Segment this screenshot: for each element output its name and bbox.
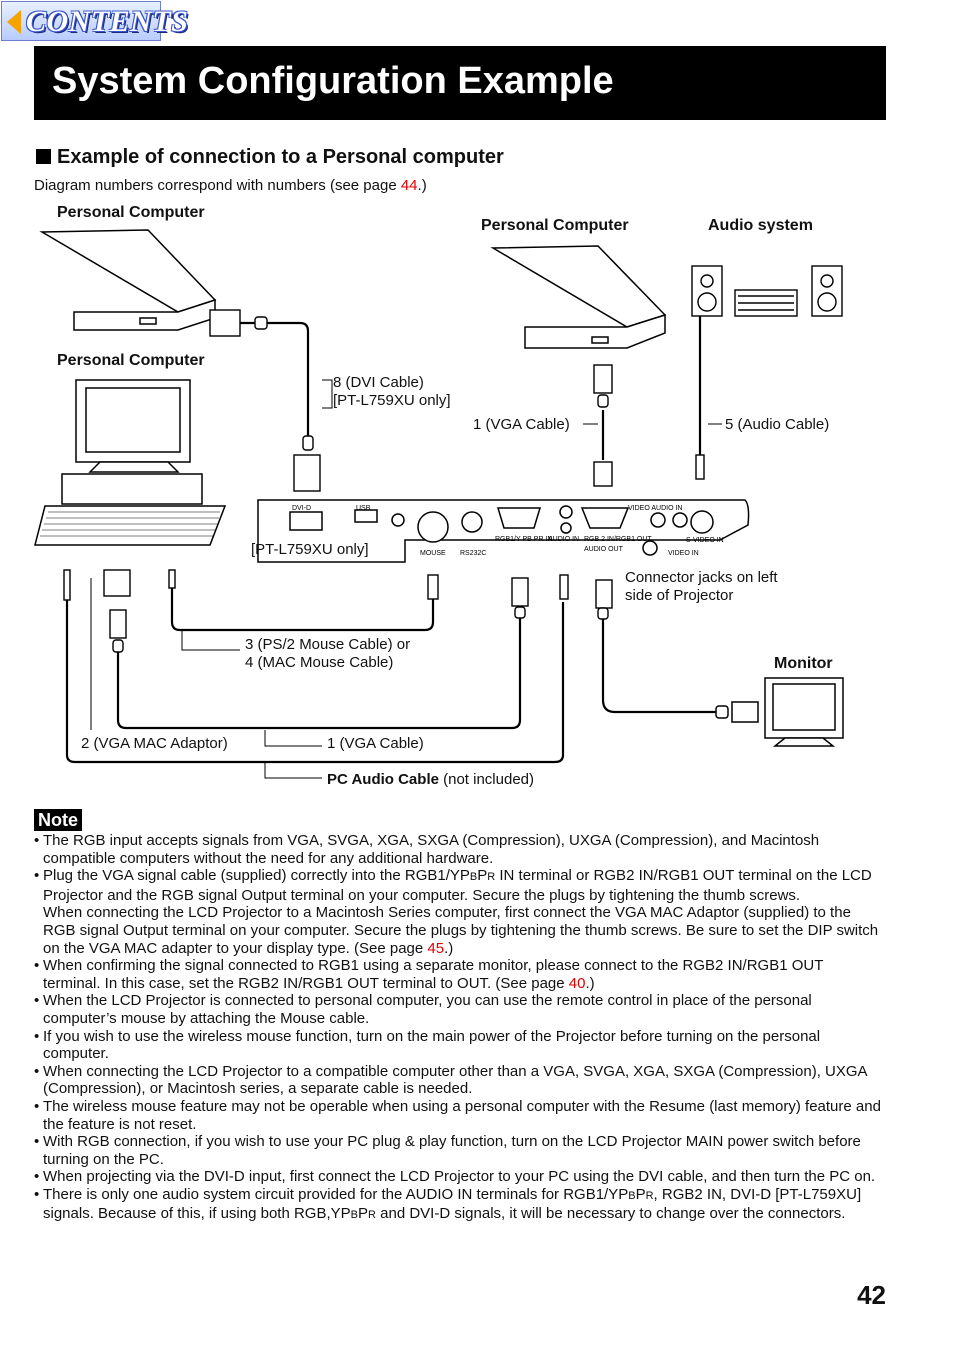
- list-item: If you wish to use the wireless mouse fu…: [34, 1028, 884, 1063]
- page-link-40[interactable]: 40: [568, 974, 586, 992]
- list-item: When confirming the signal connected to …: [34, 957, 884, 992]
- svg-text:S-VIDEO IN: S-VIDEO IN: [686, 537, 724, 544]
- label-pc-audio-cable: PC Audio Cable (not included): [327, 771, 535, 788]
- laptop-left-icon: [39, 229, 217, 331]
- label-audio-system: Audio system: [708, 217, 813, 234]
- pc-audio-cable: [65, 600, 565, 764]
- projector-panel: [257, 499, 750, 563]
- list-item: When connecting the LCD Projector to a c…: [34, 1063, 884, 1098]
- label-pc-top-right: Personal Computer: [481, 217, 629, 234]
- intro-text: Diagram numbers correspond with numbers …: [34, 177, 427, 194]
- list-item: When projecting via the DVI-D input, fir…: [34, 1168, 884, 1186]
- svg-text:DVI-D: DVI-D: [292, 505, 311, 512]
- svg-text:MOUSE: MOUSE: [420, 550, 446, 557]
- svg-text:AUDIO IN: AUDIO IN: [548, 536, 579, 543]
- vga-cable-bottom: [116, 612, 522, 730]
- label-monitor: Monitor: [774, 655, 833, 672]
- list-item: When the LCD Projector is connected to p…: [34, 992, 884, 1027]
- label-pc-top-left: Personal Computer: [57, 204, 205, 221]
- back-arrow-icon: [7, 10, 21, 34]
- monitor-cable: [601, 618, 720, 714]
- svg-text:VIDEO IN: VIDEO IN: [668, 550, 699, 557]
- svg-text:RGB 2 IN/RGB1 OUT: RGB 2 IN/RGB1 OUT: [584, 536, 652, 543]
- label-pc-desktop: Personal Computer: [57, 352, 205, 369]
- title-bar: System Configuration Example: [34, 46, 886, 120]
- label-dvi-cable: 8 (DVI Cable)[PT-L759XU only]: [333, 374, 451, 409]
- mouse-cable: [170, 585, 435, 632]
- label-vga-cable-top: 1 (VGA Cable): [473, 416, 570, 433]
- page-link-44[interactable]: 44: [400, 177, 418, 194]
- label-audio-cable: 5 (Audio Cable): [725, 416, 830, 433]
- list-item: Plug the VGA signal cable (supplied) cor…: [34, 867, 884, 957]
- list-item: The RGB input accepts signals from VGA, …: [34, 832, 884, 867]
- label-pt-only: [PT-L759XU only]: [251, 541, 369, 558]
- contents-button[interactable]: CONTENTS: [1, 1, 188, 41]
- list-item: The wireless mouse feature may not be op…: [34, 1098, 884, 1133]
- desktop-monitor-icon: [34, 379, 227, 546]
- laptop-right-icon: [490, 245, 667, 349]
- label-vga-mac: 2 (VGA MAC Adaptor): [81, 735, 228, 752]
- connection-diagram: DVI-D USB MOUSE RS232C RGB1/Y PB PR IN A…: [34, 229, 844, 779]
- section-heading: Example of connection to a Personal comp…: [36, 146, 504, 169]
- note-badge: Note: [34, 809, 82, 831]
- label-vga-cable-bottom: 1 (VGA Cable): [327, 735, 424, 752]
- list-item: There is only one audio system circuit p…: [34, 1186, 884, 1225]
- dvi-cable: [240, 321, 310, 440]
- contents-label: CONTENTS: [26, 5, 189, 38]
- square-bullet-icon: [36, 149, 51, 164]
- svg-text:AUDIO OUT: AUDIO OUT: [584, 546, 624, 553]
- svg-text:RGB1/Y PB PR IN: RGB1/Y PB PR IN: [495, 536, 552, 543]
- list-item: With RGB connection, if you wish to use …: [34, 1133, 884, 1168]
- page-number: 42: [857, 1280, 886, 1310]
- svg-text:USB: USB: [356, 505, 371, 512]
- audio-system-icon: [691, 265, 843, 317]
- monitor-icon: [715, 677, 844, 747]
- svg-text:RS232C: RS232C: [460, 550, 486, 557]
- page-title: System Configuration Example: [52, 60, 614, 102]
- notes-list: The RGB input accepts signals from VGA, …: [34, 832, 884, 1225]
- page-link-45[interactable]: 45: [427, 939, 445, 957]
- svg-text:VIDEO AUDIO IN: VIDEO AUDIO IN: [628, 505, 682, 512]
